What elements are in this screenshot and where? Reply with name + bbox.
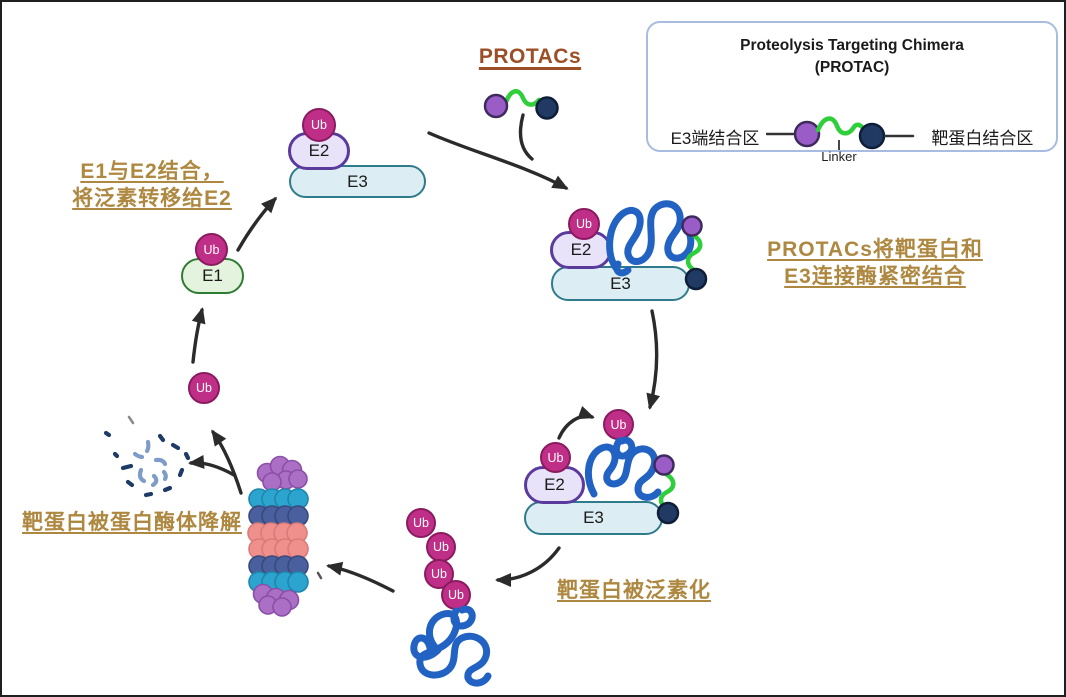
arrow-proteasome-to-ub bbox=[211, 429, 243, 495]
e3-label: E3 bbox=[583, 508, 604, 527]
legend-title-line1: Proteolysis Targeting Chimera bbox=[740, 37, 964, 54]
legend-molecule-row: E3端结合区 Linker 靶蛋白结合区 bbox=[648, 105, 1056, 165]
linker-wave-icon bbox=[685, 232, 703, 273]
ubiquitin-badge-top: Ub bbox=[302, 108, 336, 142]
e3-ligase-pill-top: E3 bbox=[289, 165, 426, 198]
e2-label: E2 bbox=[570, 240, 592, 259]
legend-e3-warhead-icon bbox=[794, 120, 821, 148]
arrow-proteasome-to-fragments bbox=[188, 454, 236, 477]
e3-ligase-pill-lower: E3 bbox=[524, 501, 663, 535]
ubiquitin-badge-lower-protein: Ub bbox=[603, 409, 634, 440]
ubiquitin-badge-lower-e2: Ub bbox=[540, 442, 571, 473]
step-transfer-line1: E1与E2结合， bbox=[80, 160, 224, 183]
e2-label: E2 bbox=[544, 475, 565, 494]
arrow-binding-to-ubiquitination bbox=[646, 309, 661, 410]
protacs-heading: PROTACs bbox=[478, 45, 582, 68]
legend-linker-wave-icon bbox=[816, 116, 865, 136]
step-binding-line2: E3连接酶紧密结合 bbox=[784, 264, 966, 288]
arrow-ub-to-e1 bbox=[191, 307, 206, 364]
arrow-protac-join bbox=[518, 113, 534, 161]
arrow-e3-to-binding bbox=[427, 131, 569, 190]
legend-protac-molecule: Linker bbox=[766, 116, 915, 164]
stray-tick-icon bbox=[127, 415, 323, 580]
step-label-ubiquitination: 靶蛋白被泛素化 bbox=[534, 578, 734, 605]
protac-molecule-free bbox=[483, 89, 559, 120]
target-protein-icon bbox=[584, 436, 662, 501]
e3-warhead-icon bbox=[681, 215, 703, 237]
legend-title: Proteolysis Targeting Chimera (PROTAC) bbox=[648, 35, 1056, 78]
step-binding-line1: PROTACs将靶蛋白和 bbox=[767, 238, 983, 261]
step-transfer-line2: 将泛素转移给E2 bbox=[72, 186, 232, 210]
e2-label: E2 bbox=[308, 141, 330, 160]
proteasome-icon bbox=[247, 455, 309, 617]
step-label-protac-binding: PROTACs将靶蛋白和 E3连接酶紧密结合 bbox=[722, 237, 1028, 291]
ubiquitin-badge-chain-1: Ub bbox=[406, 508, 436, 538]
e3-label: E3 bbox=[610, 273, 631, 293]
legend-linker-label: Linker bbox=[822, 149, 858, 164]
step-label-degradation: 靶蛋白被蛋白酶体降解 bbox=[12, 510, 252, 537]
legend-target-binder-label: 靶蛋白结合区 bbox=[931, 129, 1034, 148]
ubiquitin-badge-e1: Ub bbox=[195, 233, 228, 266]
protac-legend-box: Proteolysis Targeting Chimera (PROTAC) E… bbox=[646, 21, 1058, 164]
ubiquitin-badge-chain-4: Ub bbox=[441, 580, 471, 610]
ubiquitin-badge-mid: Ub bbox=[568, 208, 600, 240]
ubiquitin-badge-chain-2: Ub bbox=[426, 532, 456, 562]
step-degradation-text: 靶蛋白被蛋白酶体降解 bbox=[22, 511, 242, 534]
linker-wave-icon bbox=[503, 89, 542, 107]
e3-label: E3 bbox=[347, 171, 368, 191]
arrow-complex-to-polyub bbox=[495, 546, 561, 587]
step-label-e1-e2-transfer: E1与E2结合， 将泛素转移给E2 bbox=[38, 159, 266, 213]
legend-e3-binder-label: E3端结合区 bbox=[670, 129, 760, 148]
peptide-fragments-icon bbox=[103, 430, 191, 498]
e3-warhead-icon bbox=[653, 454, 675, 476]
linker-wave-icon bbox=[658, 471, 676, 512]
ubiquitin-badge-free: Ub bbox=[188, 372, 220, 404]
legend-target-warhead-icon bbox=[859, 122, 886, 150]
step-ubiquitination-text: 靶蛋白被泛素化 bbox=[557, 579, 711, 602]
target-protein-bottom bbox=[410, 605, 492, 687]
e3-warhead-icon bbox=[483, 93, 509, 119]
e3-ligase-pill-mid: E3 bbox=[551, 266, 690, 301]
e1-label: E1 bbox=[202, 266, 223, 285]
target-warhead-icon bbox=[535, 96, 559, 120]
arrow-polyub-to-proteasome bbox=[326, 561, 395, 593]
arrow-ub-transfer-to-target bbox=[557, 405, 595, 440]
target-protein-icon bbox=[606, 200, 695, 277]
legend-title-line2: (PROTAC) bbox=[814, 58, 890, 76]
target-protein-icon bbox=[410, 605, 492, 687]
